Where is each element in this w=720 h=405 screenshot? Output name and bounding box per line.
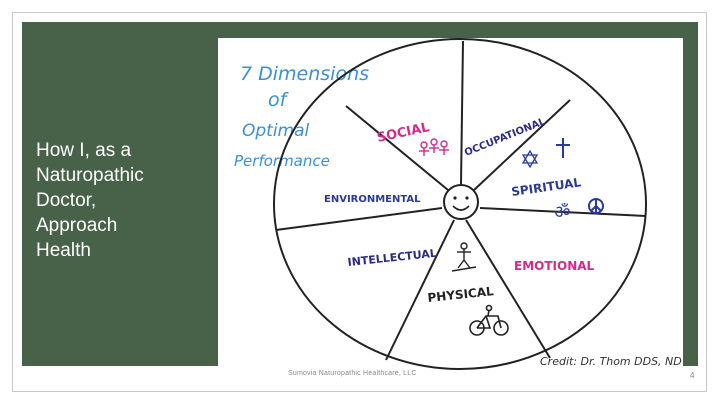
spiritual-symbols [521,138,604,214]
diagram-title-line: of [268,89,290,111]
environmental-label: ENVIRONMENTAL [324,194,421,205]
intellectual-label: INTELLECTUAL [347,247,437,269]
slide-title: How I, as a Naturopathic Doctor, Approac… [36,138,196,263]
emotional-label: EMOTIONAL [514,259,595,273]
spoke [345,105,449,191]
skier-icon [451,242,477,272]
om-icon: ॐ [554,202,570,223]
spoke [275,207,443,231]
spoke [385,219,455,361]
spoke [479,207,647,217]
wellness-wheel-svg: 7 Dimensions of Optimal Performance SOCI [234,38,682,370]
wheel-spokes [275,40,647,361]
title-line: Doctor, [36,190,97,211]
title-line: Health [36,240,91,261]
diagram-title-line: Optimal [242,121,310,141]
people-group-icon [419,138,449,156]
occupational-label: OCCUPATIONAL [463,116,548,159]
page-number: 4 [690,371,695,380]
wheel-outline [273,38,647,370]
diagram-title-line: 7 Dimensions [240,63,369,85]
spoke [460,40,464,185]
slide-frame [12,12,707,392]
wellness-wheel-image: 7 Dimensions of Optimal Performance SOCI [218,38,683,372]
bicycle-icon [469,304,509,336]
spoke [465,219,551,359]
title-line: Approach [36,215,118,236]
spoke [473,99,571,191]
title-line: How I, as a [36,140,132,161]
title-line: Naturopathic [36,165,144,186]
slide-footer: Sumovia Naturopathic Healthcare, LLC [288,370,417,377]
physical-label: PHYSICAL [427,284,495,305]
smiley-face-icon [443,184,479,220]
star-of-david-icon [521,149,539,169]
diagram-title-line: Performance [234,152,330,170]
spiritual-label: SPIRITUAL [510,175,582,199]
credit-text: Credit: Dr. Thom DDS, ND [540,355,682,368]
